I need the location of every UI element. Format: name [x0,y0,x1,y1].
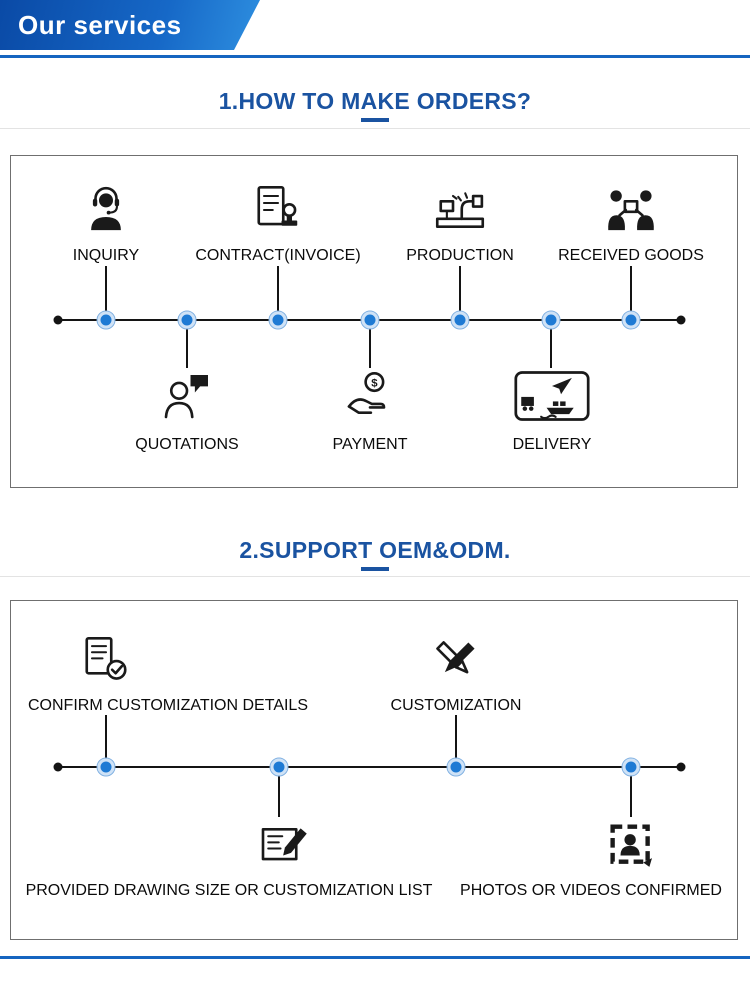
step-label-received-goods: RECEIVED GOODS [558,247,704,264]
footer-divider [0,956,750,959]
section2-title: 2.SUPPORT OEM&ODM. [239,537,511,563]
step-label-payment: PAYMENT [332,436,408,453]
drawing-list-icon [256,817,312,873]
timeline-node [450,310,470,330]
timeline-node [96,757,116,777]
timeline-node [360,310,380,330]
timeline-node [541,310,561,330]
customization-tools-icon [428,633,484,689]
contract-stamp-icon [250,182,306,238]
quotations-chat-icon [159,368,215,424]
services-banner: Our services [0,0,260,50]
section2-divider [0,576,750,577]
step-label-quotations: QUOTATIONS [135,436,239,453]
step-label-delivery: DELIVERY [512,436,592,453]
step-label-confirm-details: CONFIRM CUSTOMIZATION DETAILS [27,697,309,714]
timeline-endpoint-right [676,762,686,772]
order-flow-box: INQUIRY CONTRACT(INVOICE) PRODUCTION REC… [10,155,738,488]
header-divider [0,55,750,58]
delivery-transport-icon [514,370,590,422]
section2-title-underline [361,567,389,571]
timeline-line [58,766,681,768]
timeline-connector [277,266,279,311]
confirm-details-icon [78,633,134,689]
timeline-connector [369,328,371,368]
timeline-connector [459,266,461,311]
timeline-connector [105,715,107,759]
timeline-connector [550,328,552,368]
oem-flow-box: CONFIRM CUSTOMIZATION DETAILS CUSTOMIZAT… [10,600,738,940]
timeline-node [177,310,197,330]
step-label-provided-drawing: PROVIDED DRAWING SIZE OR CUSTOMIZATION L… [25,882,433,899]
banner-title: Our services [18,10,182,40]
step-label-inquiry: INQUIRY [72,247,140,264]
section1-title-underline [361,118,389,122]
timeline-connector [186,328,188,368]
timeline-node [446,757,466,777]
timeline-connector [455,715,457,759]
timeline-endpoint-left [53,762,63,772]
timeline-node [621,757,641,777]
step-label-customization: CUSTOMIZATION [390,697,522,714]
timeline-connector [630,266,632,311]
timeline-endpoint-right [676,315,686,325]
dollar-glyph: $ [371,377,378,389]
timeline-node [621,310,641,330]
production-machine-icon [432,182,488,238]
section1-divider [0,128,750,129]
photos-confirmed-icon [603,817,659,873]
section1-title: 1.HOW TO MAKE ORDERS? [218,88,532,114]
timeline-node [96,310,116,330]
step-label-photos-confirmed: PHOTOS OR VIDEOS CONFIRMED [460,882,722,899]
customer-service-icon [78,182,134,238]
timeline-connector [105,266,107,311]
step-label-production: PRODUCTION [406,247,514,264]
timeline-endpoint-left [53,315,63,325]
timeline-connector [278,775,280,817]
timeline-node [269,757,289,777]
timeline-connector [630,775,632,817]
timeline-node [268,310,288,330]
payment-hand-icon: $ [342,368,398,424]
received-goods-icon [603,182,659,238]
step-label-contract: CONTRACT(INVOICE) [195,247,361,264]
